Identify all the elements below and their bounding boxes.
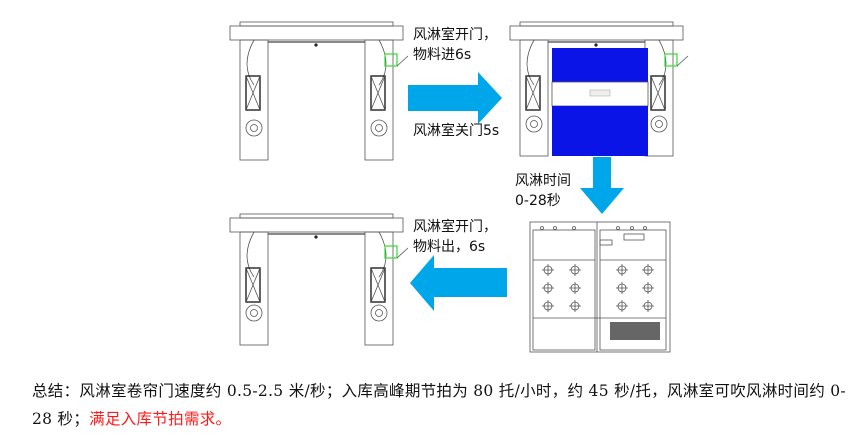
- step-close: 风淋室关门5s: [413, 123, 500, 139]
- sensor: [664, 53, 678, 67]
- shower-room-door-open-out: [229, 213, 409, 346]
- shower-room-door-closed: [509, 21, 689, 157]
- sensor: [384, 245, 398, 259]
- step-open-out-line2: 物料出，6s: [413, 239, 486, 255]
- step-shower-line2: 0-28秒: [515, 193, 561, 209]
- arrow-right-icon: [408, 72, 502, 124]
- curtain-bottom: [552, 106, 648, 156]
- shower-room-interior: [529, 221, 671, 353]
- summary: 总结：风淋室卷帘门速度约 0.5-2.5 米/秒；入库高峰期节拍为 80 托/小…: [32, 377, 847, 433]
- step-open-out-line1: 风淋室开门，: [413, 219, 497, 235]
- step-shower-line1: 风淋时间: [515, 173, 571, 189]
- summary-highlight: 满足入库节拍需求。: [89, 410, 232, 428]
- arrow-left-icon: [410, 255, 507, 311]
- step-open-in-line2: 物料进6s: [413, 47, 472, 63]
- shower-room-door-open-in: [229, 21, 409, 161]
- curtain-top: [552, 48, 648, 82]
- arrow-down-icon: [580, 157, 624, 214]
- step-open-in-line1: 风淋室开门，: [413, 27, 497, 43]
- sensor: [384, 53, 398, 67]
- summary-text: 总结：风淋室卷帘门速度约 0.5-2.5 米/秒；入库高峰期节拍为 80 托/小…: [32, 382, 846, 428]
